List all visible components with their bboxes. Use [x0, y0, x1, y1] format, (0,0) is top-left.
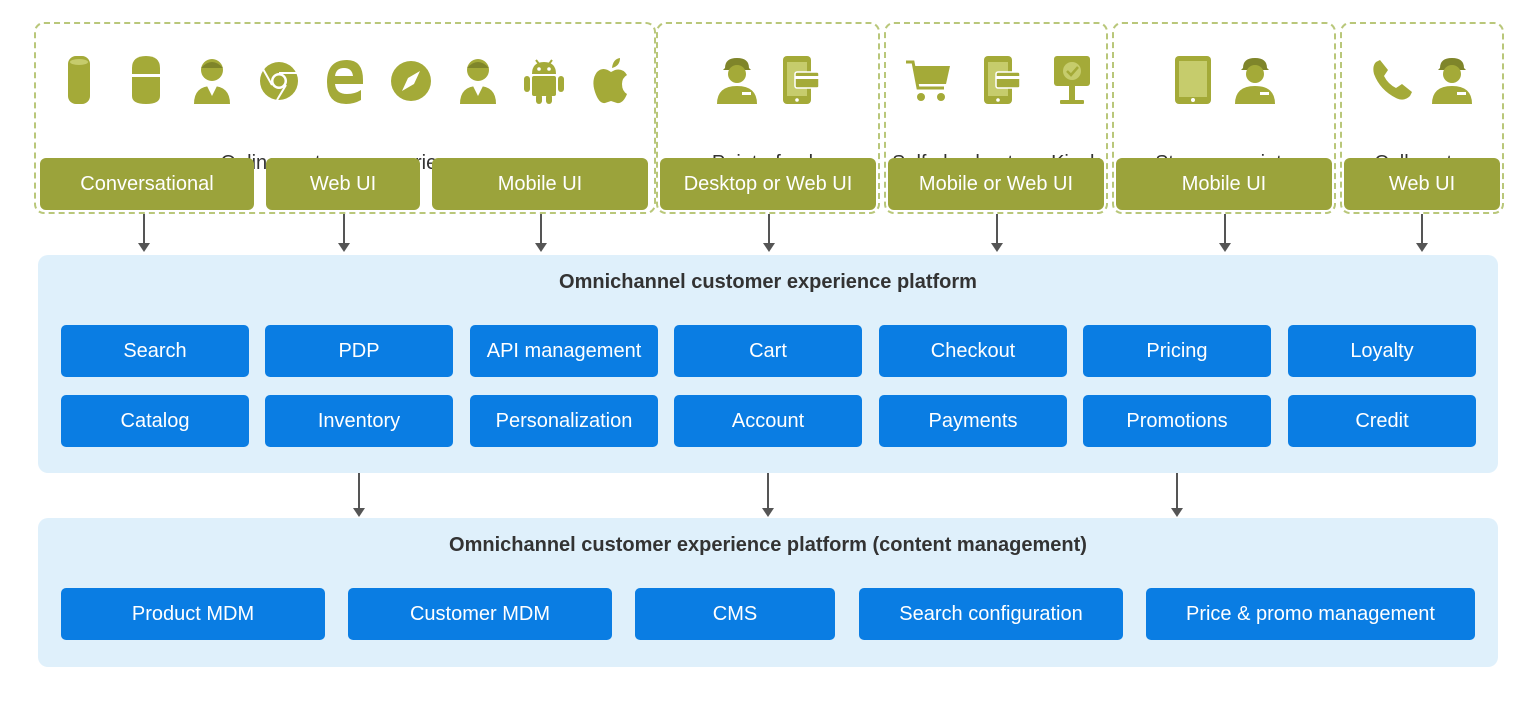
cms-module[interactable]: CMS: [635, 588, 835, 640]
store-associate-person-icon: [1428, 54, 1476, 106]
arrow-down: [535, 214, 547, 252]
mobile-or-web-ui-button[interactable]: Mobile or Web UI: [888, 158, 1104, 210]
arrow-down: [991, 214, 1003, 252]
web-ui-button[interactable]: Web UI: [266, 158, 420, 210]
tablet-icon: [1169, 54, 1217, 106]
arrow-down: [1416, 214, 1428, 252]
mobile-payment-card-icon: [976, 54, 1024, 106]
edge-browser-icon: [321, 54, 369, 106]
cart-module[interactable]: Cart: [674, 325, 862, 377]
price-promo-management-module[interactable]: Price & promo management: [1146, 588, 1475, 640]
mobile-ui-button[interactable]: Mobile UI: [432, 158, 648, 210]
arrow-down: [138, 214, 150, 252]
arrow-down: [763, 214, 775, 252]
chrome-browser-icon: [255, 54, 303, 106]
loyalty-module[interactable]: Loyalty: [1288, 325, 1476, 377]
catalog-module[interactable]: Catalog: [61, 395, 249, 447]
platform-title: Omnichannel customer experience platform: [559, 271, 977, 293]
inventory-module[interactable]: Inventory: [265, 395, 453, 447]
search-module[interactable]: Search: [61, 325, 249, 377]
checkout-module[interactable]: Checkout: [879, 325, 1067, 377]
arrow-down: [1171, 473, 1183, 517]
online-icons: [36, 54, 654, 106]
arrow-down: [762, 473, 774, 517]
arrow-down: [338, 214, 350, 252]
content-management-title: Omnichannel customer experience platform…: [449, 534, 1087, 556]
call-center-web-ui-button[interactable]: Web UI: [1344, 158, 1500, 210]
account-module[interactable]: Account: [674, 395, 862, 447]
store-mobile-ui-button[interactable]: Mobile UI: [1116, 158, 1332, 210]
promotions-module[interactable]: Promotions: [1083, 395, 1271, 447]
personalization-module[interactable]: Personalization: [470, 395, 658, 447]
shopping-cart-icon: [904, 54, 952, 106]
arrow-down: [1219, 214, 1231, 252]
pos-icons: [658, 54, 878, 106]
arrow-down: [353, 473, 365, 517]
api-management-module[interactable]: API management: [470, 325, 658, 377]
mobile-payment-card-icon: [775, 54, 823, 106]
store-associate-icons: [1114, 54, 1334, 106]
safari-compass-icon: [387, 54, 435, 106]
android-icon: [520, 54, 568, 106]
customer-mdm-module[interactable]: Customer MDM: [348, 588, 612, 640]
phone-icon: [1368, 54, 1416, 106]
call-center-icons: [1342, 54, 1502, 106]
smart-home-speaker-icon: [122, 54, 170, 106]
kiosk-icon: [1048, 54, 1096, 106]
conversational-button[interactable]: Conversational: [40, 158, 254, 210]
smart-speaker-icon: [55, 54, 103, 106]
payments-module[interactable]: Payments: [879, 395, 1067, 447]
customer-person-icon: [454, 54, 502, 106]
store-associate-person-icon: [713, 54, 761, 106]
credit-module[interactable]: Credit: [1288, 395, 1476, 447]
desktop-or-web-ui-button[interactable]: Desktop or Web UI: [660, 158, 876, 210]
search-configuration-module[interactable]: Search configuration: [859, 588, 1123, 640]
pricing-module[interactable]: Pricing: [1083, 325, 1271, 377]
customer-person-icon: [188, 54, 236, 106]
self-checkout-icons: [886, 54, 1106, 106]
store-associate-person-icon: [1231, 54, 1279, 106]
product-mdm-module[interactable]: Product MDM: [61, 588, 325, 640]
apple-icon: [587, 54, 635, 106]
pdp-module[interactable]: PDP: [265, 325, 453, 377]
